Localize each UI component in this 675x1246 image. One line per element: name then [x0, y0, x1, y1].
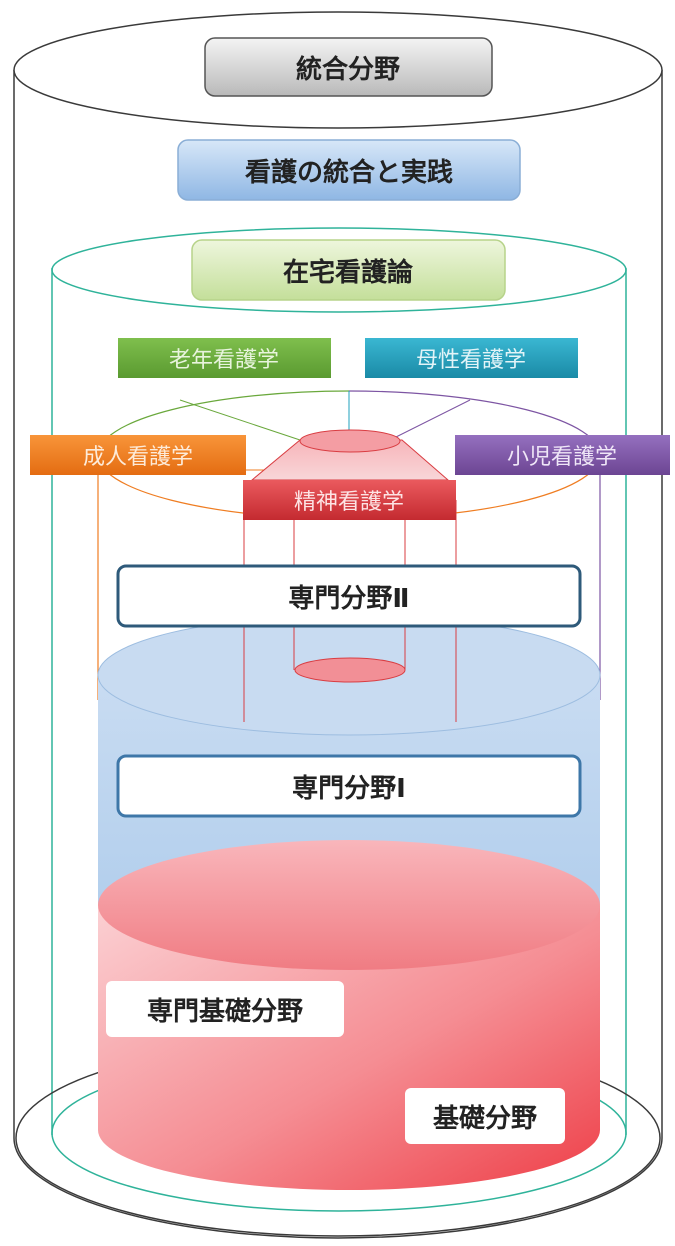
geriatric-label: 老年看護学 — [169, 348, 279, 373]
maternal-tab: 母性看護学 — [365, 338, 578, 378]
integration-practice-label: 看護の統合と実践 — [245, 157, 453, 188]
geriatric-tab: 老年看護学 — [118, 338, 331, 378]
integration-practice-box: 看護の統合と実践 — [177, 139, 521, 201]
home-nursing-box: 在宅看護論 — [191, 239, 506, 301]
specialty-1-label: 専門分野Ⅰ — [292, 774, 406, 804]
psychiatric-label: 精神看護学 — [294, 490, 404, 515]
specialty-foundation-box: 専門基礎分野 — [106, 981, 344, 1037]
foundation-label: 基礎分野 — [433, 1104, 537, 1134]
pediatric-tab: 小児看護学 — [455, 435, 670, 475]
adult-label: 成人看護学 — [83, 445, 193, 470]
maternal-label: 母性看護学 — [416, 348, 526, 373]
home-nursing-label: 在宅看護論 — [283, 257, 414, 288]
specialty-2-box: 専門分野Ⅱ — [116, 564, 582, 628]
integrated-field-label: 統合分野 — [296, 54, 400, 85]
specialty-2-label: 専門分野Ⅱ — [288, 584, 409, 614]
inner-cylinder — [51, 227, 627, 1135]
specialty-1-box: 専門分野Ⅰ — [116, 754, 582, 818]
adult-tab: 成人看護学 — [30, 435, 246, 475]
psychiatric-column — [243, 429, 457, 722]
specialty-foundation-label: 専門基礎分野 — [147, 997, 303, 1027]
integrated-field-box: 統合分野 — [204, 37, 493, 97]
psychiatric-tab: 精神看護学 — [243, 480, 456, 520]
pediatric-label: 小児看護学 — [507, 445, 617, 470]
foundation-box: 基礎分野 — [405, 1088, 565, 1144]
